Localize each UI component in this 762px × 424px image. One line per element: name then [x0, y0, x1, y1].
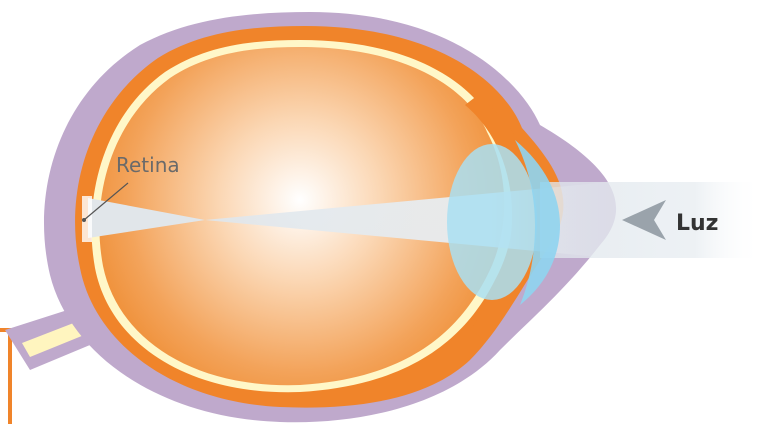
light-label: Luz — [676, 211, 719, 236]
lens — [447, 144, 537, 300]
retina-label: Retina — [116, 153, 180, 177]
accent-frame — [0, 330, 10, 424]
retina-pointer-dot — [82, 218, 86, 222]
